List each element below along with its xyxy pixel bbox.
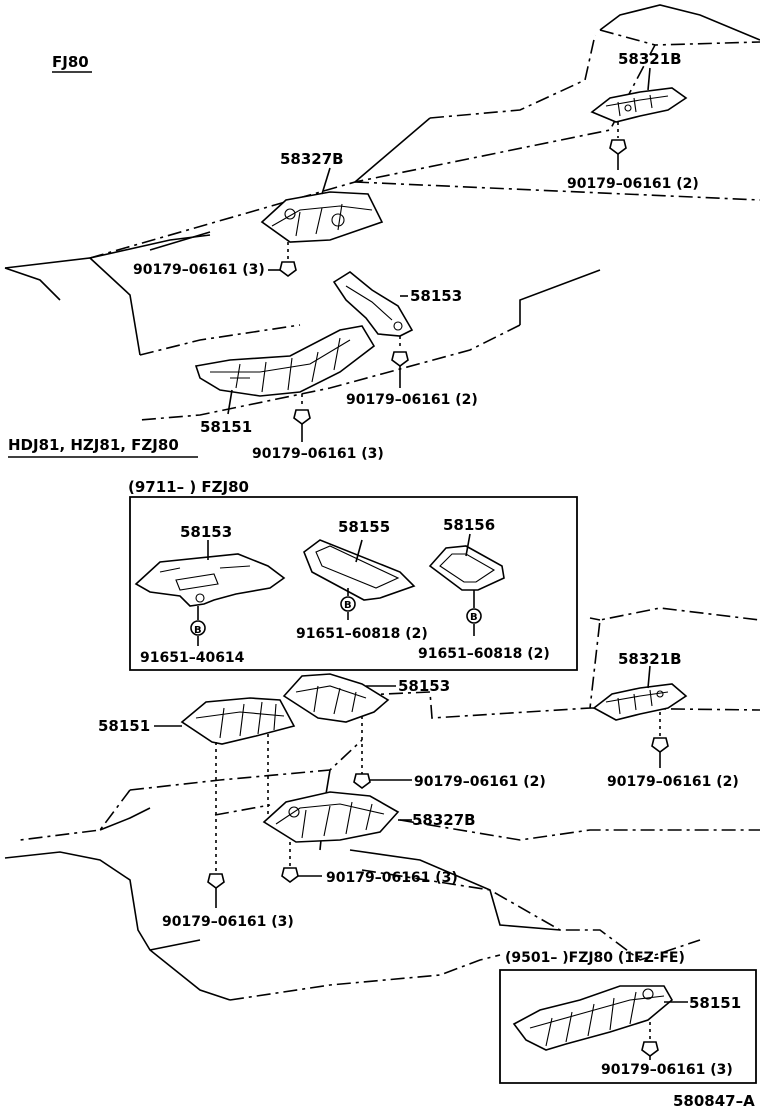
inset-9501-frame bbox=[499, 969, 757, 1084]
label-58153-top: 58153 bbox=[410, 287, 462, 305]
label-bolt-58327b-bottom: 90179–06161 (3) bbox=[326, 870, 458, 886]
figure-code: 580847–A bbox=[673, 1092, 755, 1110]
label-bolt-58327b-top: 90179–06161 (3) bbox=[133, 262, 265, 278]
part-58153-bottom bbox=[282, 673, 412, 789]
label-bolt-58151-top: 90179–06161 (3) bbox=[252, 446, 384, 462]
label-58327b-bottom: 58327B bbox=[412, 811, 476, 829]
part-58153-inset bbox=[134, 540, 286, 646]
section-hdj81-title: HDJ81, HZJ81, FZJ80 bbox=[8, 436, 179, 454]
inset-9711-frame bbox=[129, 496, 578, 671]
part-58321b-top bbox=[590, 67, 688, 170]
label-bolt-58321b-top: 90179–06161 (2) bbox=[567, 176, 699, 192]
label-58321b-bottom: 58321B bbox=[618, 650, 682, 668]
label-bolt-58153-bottom: 90179–06161 (2) bbox=[414, 774, 546, 790]
part-58327b-bottom bbox=[262, 791, 412, 883]
label-58151-inset-9501: 58151 bbox=[689, 994, 741, 1012]
part-58155-inset bbox=[303, 539, 416, 620]
floor-pan-bottom bbox=[4, 607, 760, 1001]
part-58153-top bbox=[332, 271, 414, 388]
part-58151-top bbox=[194, 325, 376, 442]
bolt-mark-b3: B bbox=[470, 612, 478, 623]
label-58153-bottom: 58153 bbox=[398, 677, 450, 695]
part-58151-bottom bbox=[154, 697, 296, 908]
label-bolt-58153-top: 90179–06161 (2) bbox=[346, 392, 478, 408]
bolt-mark-b1: B bbox=[194, 625, 202, 636]
floor-pan-top bbox=[4, 4, 760, 421]
label-bolt-58151-bottom: 90179–06161 (3) bbox=[162, 914, 294, 930]
bolt-mark-b2: B bbox=[344, 600, 352, 611]
label-bolt-58151-inset-9501: 90179–06161 (3) bbox=[601, 1062, 733, 1078]
inset-9711-title: (9711– ) FZJ80 bbox=[128, 478, 249, 496]
part-58151-inset-9501 bbox=[512, 985, 688, 1060]
label-bolt-58321b-bottom: 90179–06161 (2) bbox=[607, 774, 739, 790]
label-bolt-58153-inset: 91651–40614 bbox=[140, 650, 245, 666]
label-bolt-58155-inset: 91651–60818 (2) bbox=[296, 626, 428, 642]
label-58155-inset: 58155 bbox=[338, 518, 390, 536]
section-fj80-title: FJ80 bbox=[52, 53, 89, 71]
label-58156-inset: 58156 bbox=[443, 516, 495, 534]
label-bolt-58156-inset: 91651–60818 (2) bbox=[418, 646, 550, 662]
part-58327b-top bbox=[260, 167, 384, 277]
label-58321b-top: 58321B bbox=[618, 50, 682, 68]
label-58327b-top: 58327B bbox=[280, 150, 344, 168]
part-58156-inset bbox=[428, 533, 505, 636]
part-58321b-bottom bbox=[592, 665, 688, 768]
label-58151-top: 58151 bbox=[200, 418, 252, 436]
label-58151-bottom: 58151 bbox=[98, 717, 150, 735]
label-58153-inset: 58153 bbox=[180, 523, 232, 541]
inset-9501-title: (9501– )FZJ80 (1FZ-FE) bbox=[505, 950, 685, 966]
